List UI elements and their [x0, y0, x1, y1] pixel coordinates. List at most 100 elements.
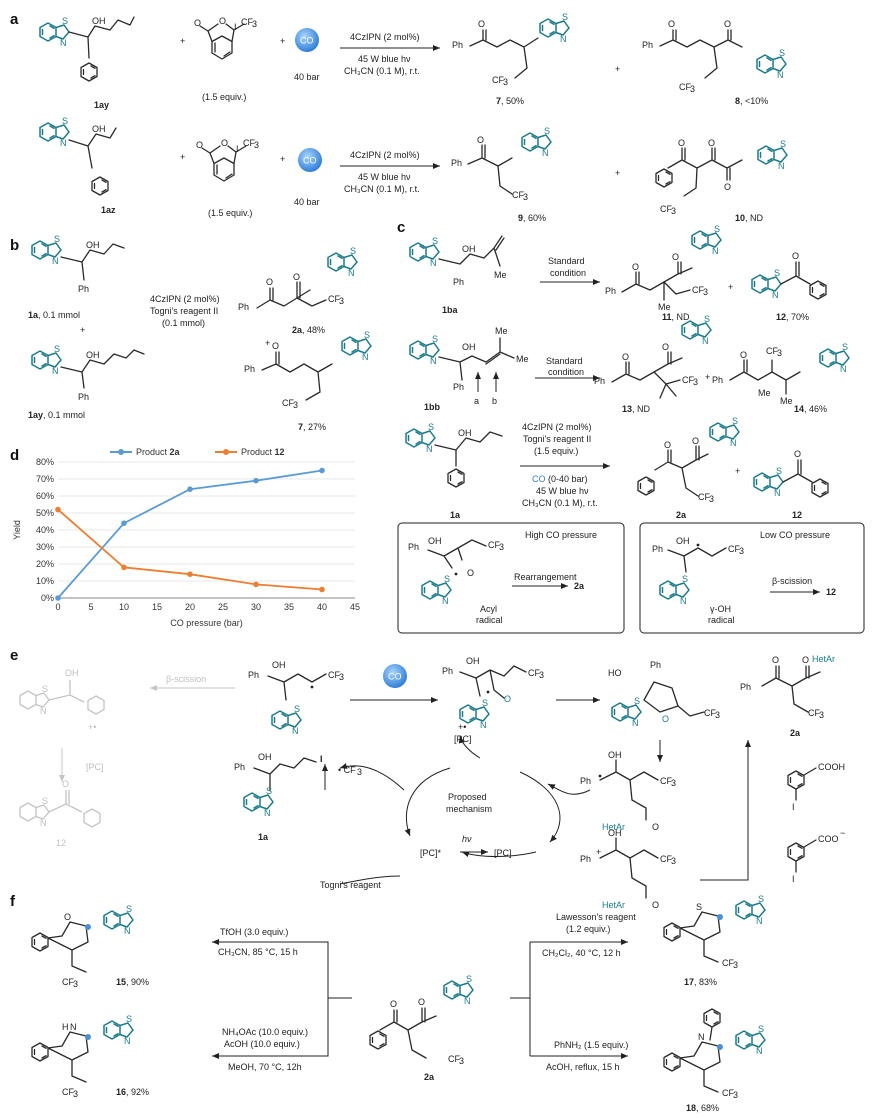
svg-text:CF: CF	[62, 977, 74, 987]
y-tick-label: 10%	[36, 576, 54, 586]
svg-text:Togni's reagent II: Togni's reagent II	[523, 434, 591, 444]
svg-text:β-scission: β-scission	[772, 576, 812, 586]
svg-text:O: O	[652, 900, 659, 910]
svg-text:CF: CF	[728, 544, 740, 554]
svg-text:e: e	[10, 647, 18, 664]
panel-c: c OH Ph Me 1ba Standard condition O O Ph…	[397, 219, 865, 634]
svg-text:1a, 0.1 mmol: 1a, 0.1 mmol	[28, 310, 80, 320]
svg-text:mechanism: mechanism	[446, 804, 492, 814]
svg-text:7, 50%: 7, 50%	[496, 96, 524, 106]
svg-text:[PC]*: [PC]*	[420, 848, 442, 858]
svg-text:9, 60%: 9, 60%	[518, 213, 546, 223]
svg-text:2a, 48%: 2a, 48%	[292, 325, 325, 335]
svg-text:b: b	[492, 396, 497, 406]
svg-text:HetAr: HetAr	[602, 822, 625, 832]
svg-text:γ-OH: γ-OH	[710, 604, 731, 614]
svg-text:CF: CF	[660, 776, 672, 786]
svg-text:3: 3	[671, 856, 676, 866]
data-point	[187, 486, 193, 493]
svg-text:Ph: Ph	[605, 286, 616, 296]
svg-text:CF: CF	[62, 1087, 74, 1097]
svg-text:O: O	[662, 714, 669, 724]
data-point	[187, 571, 193, 577]
svg-text:45 W blue hν: 45 W blue hν	[536, 486, 589, 496]
svg-text:Ph: Ph	[234, 762, 245, 772]
svg-text:O: O	[504, 694, 511, 704]
svg-text:18, 68%: 18, 68%	[686, 1103, 719, 1113]
svg-text:O: O	[478, 19, 485, 29]
svg-text:12: 12	[56, 838, 66, 848]
svg-text:O: O	[418, 997, 425, 1007]
svg-text:Ph: Ph	[453, 382, 464, 392]
svg-text:8, <10%: 8, <10%	[735, 96, 768, 106]
svg-text:OH: OH	[608, 828, 622, 838]
svg-text:OH: OH	[86, 240, 100, 250]
svg-text:N: N	[70, 1022, 77, 1032]
y-tick-label: 80%	[36, 457, 54, 467]
svg-text:CF: CF	[328, 670, 340, 680]
svg-text:CF: CF	[679, 82, 691, 92]
chart-grid	[58, 461, 355, 599]
svg-text:Togni's reagent II: Togni's reagent II	[150, 306, 218, 316]
svg-text:hν: hν	[462, 834, 472, 844]
svg-text:−: −	[840, 828, 845, 838]
svg-text:S: S	[696, 902, 702, 912]
starting-1a-e: OH Ph 1a	[234, 752, 317, 842]
svg-text:• CF: • CF	[338, 765, 356, 775]
svg-text:+: +	[280, 154, 285, 164]
svg-text:O: O	[467, 568, 474, 578]
svg-text:(1.2 equiv.): (1.2 equiv.)	[566, 924, 610, 934]
data-point	[253, 581, 259, 588]
svg-text:3: 3	[819, 710, 824, 720]
svg-text:45 W blue hν: 45 W blue hν	[358, 172, 411, 182]
svg-text:12: 12	[826, 587, 836, 597]
svg-text:(1.5 equiv.): (1.5 equiv.)	[208, 208, 252, 218]
svg-text:c: c	[397, 219, 405, 236]
svg-text:Ph: Ph	[452, 40, 463, 50]
svg-text:3: 3	[339, 672, 344, 682]
legend-marker-2a	[118, 449, 124, 455]
svg-text:O: O	[794, 449, 801, 459]
svg-text:O: O	[792, 251, 799, 261]
svg-text:3: 3	[73, 1089, 78, 1099]
svg-text:O: O	[678, 138, 685, 148]
svg-text:O: O	[672, 252, 679, 262]
svg-text:I: I	[792, 802, 795, 812]
data-point	[55, 506, 61, 513]
svg-text:Me: Me	[780, 396, 793, 406]
svg-text:O: O	[477, 135, 484, 145]
x-tick-label: 30	[251, 602, 261, 612]
svg-text:OH: OH	[92, 124, 106, 134]
co-pressure-1: 40 bar	[294, 72, 320, 82]
svg-text:Me: Me	[758, 388, 771, 398]
svg-text:d: d	[10, 447, 19, 464]
x-tick-label: 35	[284, 602, 294, 612]
y-tick-label: 50%	[36, 508, 54, 518]
svg-text:CF: CF	[512, 190, 524, 200]
panel-b: b OH Ph 1a, 0.1 mmol + OH Ph 1ay, 0.1 mm…	[10, 233, 372, 432]
data-point	[121, 520, 127, 526]
svg-text:2a: 2a	[574, 581, 585, 591]
svg-text:+: +	[280, 36, 285, 46]
svg-text:O: O	[662, 342, 669, 352]
svg-text:CF: CF	[660, 204, 672, 214]
svg-text:3: 3	[73, 979, 78, 989]
svg-text:CF: CF	[692, 285, 704, 295]
data-point	[253, 477, 259, 484]
svg-text:12, 70%: 12, 70%	[776, 312, 809, 322]
svg-text:Low CO pressure: Low CO pressure	[760, 530, 830, 540]
svg-text:Proposed: Proposed	[448, 792, 487, 802]
svg-text:O: O	[772, 655, 779, 665]
